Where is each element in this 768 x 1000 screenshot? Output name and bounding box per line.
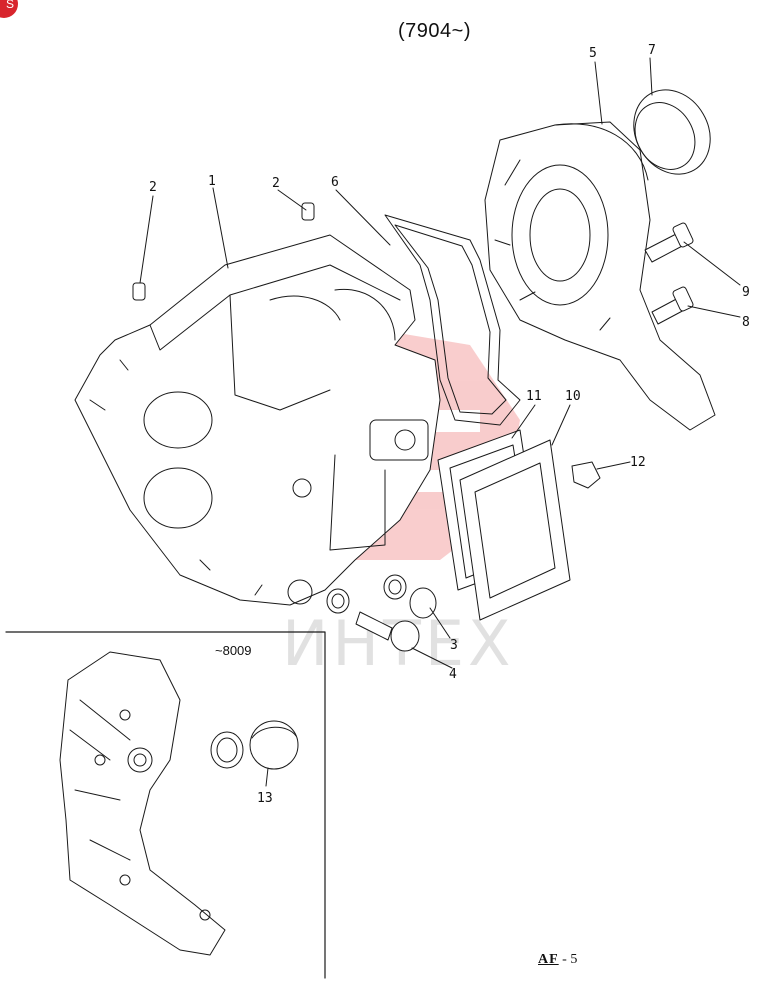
washer	[326, 574, 407, 614]
part-label: 9	[742, 285, 750, 300]
bolt-8	[651, 286, 694, 325]
part-label: 6	[331, 175, 339, 190]
transmission-housing	[74, 234, 441, 606]
rear-housing	[484, 121, 716, 431]
part-label: 10	[565, 389, 581, 404]
page-footer: AF - 5	[538, 952, 577, 968]
part-label: 4	[449, 667, 457, 682]
cover-plate	[459, 439, 571, 621]
footer-code: AF	[538, 952, 559, 967]
part-label: 1	[208, 174, 216, 189]
inset-housing-detail	[59, 651, 226, 956]
page-title: (7904~)	[398, 20, 471, 42]
plug-bolt-4	[355, 611, 420, 652]
inset-panel: ~8009 13	[5, 631, 326, 979]
leader-lines	[139, 57, 741, 669]
part-label: 2	[149, 180, 157, 195]
footer-dash: -	[562, 952, 567, 967]
part-label: 7	[648, 43, 656, 58]
part-labels: 2 1 2 6 5 7 9 8 11 10 12 3 4	[149, 43, 750, 682]
corner-badge: S	[0, 0, 18, 18]
footer-page: 5	[570, 952, 578, 967]
inset-washer	[210, 731, 244, 769]
part-label: 11	[526, 389, 542, 404]
part-label: 3	[450, 638, 458, 653]
dowel-pin-left	[132, 282, 146, 301]
inset-label: ~8009	[215, 643, 252, 658]
inset-leader-line	[265, 767, 269, 787]
inset-plug	[249, 720, 299, 770]
part-label: 5	[589, 46, 597, 61]
bolt-9	[644, 222, 694, 263]
plug-3	[409, 587, 437, 619]
oil-seal	[633, 89, 711, 175]
part-label: 2	[272, 176, 280, 191]
inset-part-label: 13	[257, 791, 273, 806]
part-label: 12	[630, 455, 646, 470]
part-label: 8	[742, 315, 750, 330]
dowel-pin-right	[301, 202, 315, 221]
housing-gasket	[384, 214, 521, 426]
plug-12	[571, 461, 601, 489]
